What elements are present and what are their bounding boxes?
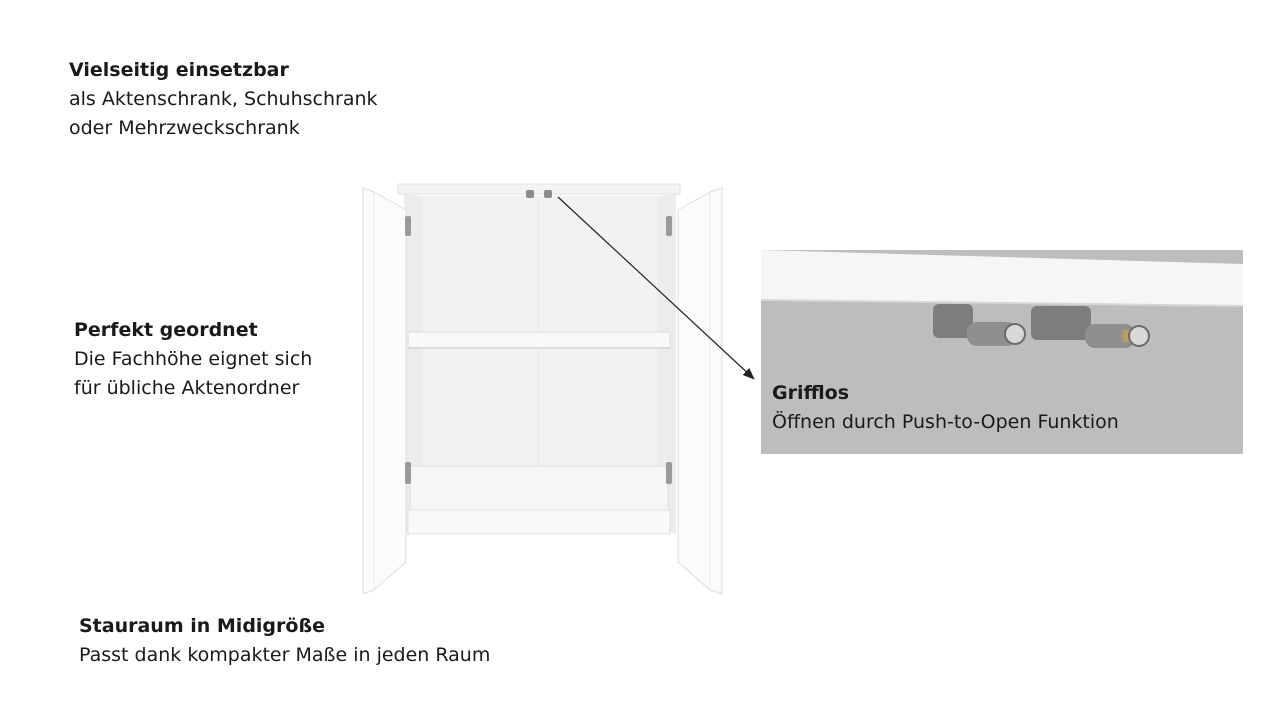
feature-perfekt-title: Perfekt geordnet (74, 319, 258, 341)
cabinet-left-inner-wall (404, 194, 422, 534)
latch-body-icon (933, 304, 973, 338)
push-to-open-closeup-image (761, 250, 1243, 454)
feature-perfekt-line-2: für übliche Aktenordner (74, 377, 300, 399)
hinge-icon (405, 462, 411, 484)
detail-panel-push-to-open: Grifflos Öffnen durch Push-to-Open Funkt… (761, 250, 1243, 454)
push-latch-icon (526, 190, 534, 198)
feature-vielseitig: Vielseitig einsetzbar als Aktenschrank, … (69, 56, 378, 143)
feature-vielseitig-title: Vielseitig einsetzbar (69, 59, 289, 81)
hinge-icon (405, 216, 411, 236)
feature-stauraum-line-1: Passt dank kompakter Maße in jeden Raum (79, 644, 491, 666)
hinge-icon (666, 462, 672, 484)
feature-grifflos: Grifflos Öffnen durch Push-to-Open Funkt… (772, 379, 1119, 437)
push-latch-icon (544, 190, 552, 198)
feature-stauraum-title: Stauraum in Midigröße (79, 615, 326, 637)
cabinet-right-inner-wall (658, 194, 676, 534)
hinge-icon (666, 216, 672, 236)
feature-perfekt-line-1: Die Fachhöhe eignet sich (74, 348, 313, 370)
feature-grifflos-title: Grifflos (772, 382, 850, 404)
feature-vielseitig-line-2: oder Mehrzweckschrank (69, 117, 300, 139)
feature-perfekt: Perfekt geordnet Die Fachhöhe eignet sic… (74, 316, 312, 403)
feature-vielseitig-line-1: als Aktenschrank, Schuhschrank (69, 88, 378, 110)
cabinet-image (360, 182, 730, 606)
feature-stauraum: Stauraum in Midigröße Passt dank kompakt… (79, 612, 490, 670)
feature-grifflos-line-1: Öffnen durch Push-to-Open Funktion (772, 411, 1119, 433)
cabinet-top-panel (397, 183, 681, 195)
latch-body-icon (1031, 306, 1091, 340)
